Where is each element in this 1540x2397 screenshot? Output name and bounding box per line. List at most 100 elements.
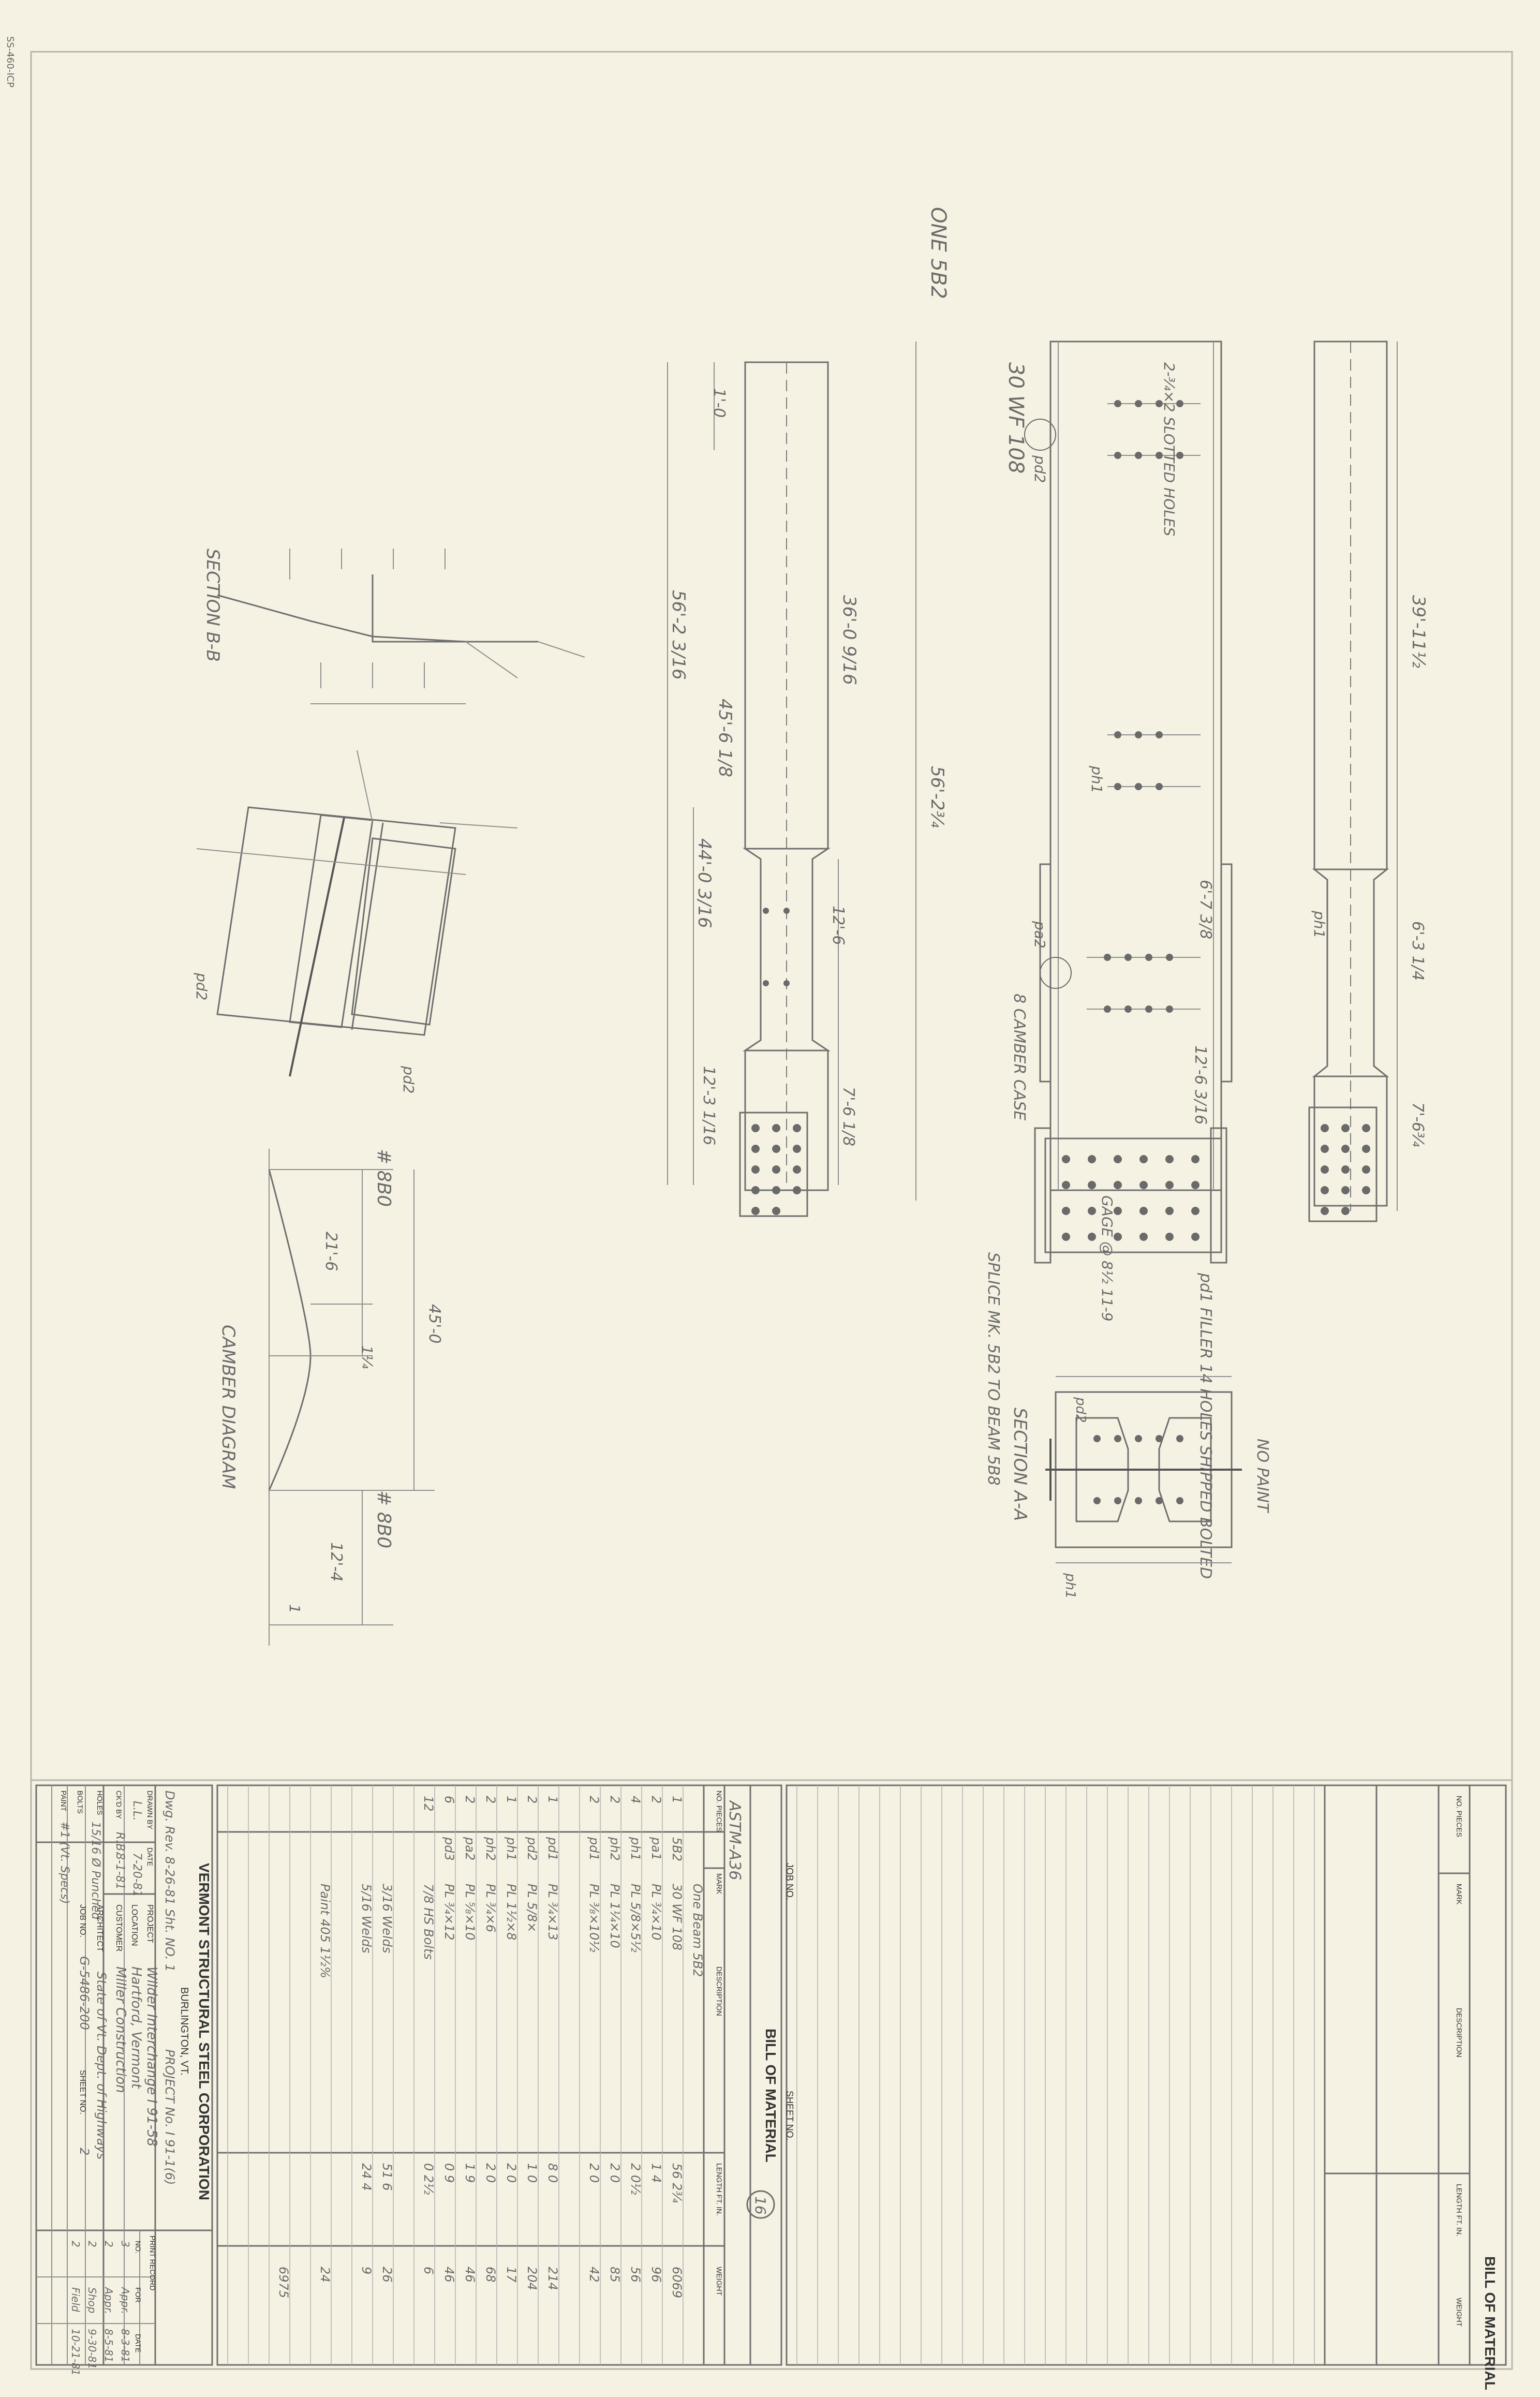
bom-row-desc: PL ¾×10 [649,1884,663,1940]
print-record-for: Appr. [119,2286,131,2314]
bom-row-desc: Paint 405 1½% [318,1884,332,1978]
bom-row-pieces: 2 [649,1796,663,1803]
mark-pd2-b: pd2 [400,1066,417,1093]
dim-d14: 6'-7 3/8 [1196,880,1215,939]
print-record-no: 3 [119,2241,131,2247]
location-value: Hartford, Vermont [128,1966,144,2089]
dim-d9: 12'-3 1/16 [700,1066,718,1145]
bom-row-mark: 5B2 [670,1837,684,1861]
project-label: PROJECT [145,1904,154,1943]
bom-row-desc: PL ⅝×10 [463,1884,477,1940]
bom-row-length: 1 9 [463,2163,477,2183]
fill-note: pd1 FILLER 14 HOLES SHIPPED BOLTED [1196,1273,1215,1579]
bom-col-pieces: NO. PIECES [715,1791,723,1832]
print-record-for: Appr. [102,2286,115,2314]
bom-row-desc: 30 WF 108 [670,1884,684,1950]
section-aa: SECTION A-A NO PAINT pd2 ph1 [1010,1376,1271,1599]
project-number: PROJECT No. I 91-1(6) [162,2049,177,2185]
right-flange-view: 39'-11½ 6'-3 1/4 7'-6¾ ph1 [1308,341,1429,1222]
camber-tag-1: # 8B0 [373,1149,394,1207]
camber-diagram-label: CAMBER DIAGRAM [218,1325,239,1489]
mark-ph1-a: ph1 [1088,765,1105,793]
location-label: LOCATION [130,1904,139,1946]
dim-d2: 44'-0 3/16 [694,838,715,928]
bom-blank-col-weight: WEIGHT [1455,2298,1463,2327]
bom-row-mark: ph2 [483,1837,498,1861]
print-record-title: PRINT RECORD [149,2236,157,2290]
print-record-no: 2 [69,2241,82,2247]
print-record-for: Field [69,2287,82,2312]
beam-camber-note: 8 CAMBER CASE [1010,994,1028,1120]
bom-row-length: 56 2¾ [670,2163,684,2203]
camber-dim-a: 21'-6 [322,1232,340,1271]
company-city: BURLINGTON, VT. [179,1987,190,2076]
bom-sheet-circle-text: 16 [752,2196,769,2215]
mark-pa2-a: pa2 [1031,921,1048,949]
bom-row-desc: PL ¾×6 [483,1884,498,1932]
bom-blank-title: BILL OF MATERIAL [1482,2256,1498,2390]
bom-col-length: LENGTH FT. IN. [715,2163,723,2216]
bom-row-mark: pa2 [463,1837,477,1860]
holes-value: 15/16 Ø Punched [89,1822,102,1920]
bom-row-mark: ph2 [608,1837,622,1861]
bom-row-length: 1 4 [649,2163,663,2183]
bom-row-weight: 214 [545,2267,560,2290]
bom-row-mark: pd1 [545,1837,560,1861]
bom-row-pieces: 1 [545,1796,560,1803]
bom-row-pieces: 2 [463,1796,477,1803]
dim-d6: 12'-6 3/16 [1191,1045,1209,1124]
print-record-col-date: DATE [134,2334,142,2352]
bom-blank-col-length: LENGTH FT. IN. [1455,2184,1463,2237]
camber-diagram: # 8B0 # 8B0 21'-6 45'-0 12'-4 1¼ 1 CAMBE… [218,1149,443,1646]
dim-d3: 36'-0 9/16 [839,595,860,685]
paint-value: #1 (Vt. Specs) [58,1822,71,1904]
dim-d11: 7'-6¾ [1409,1102,1427,1147]
bom-row-weight: 6975 [276,2267,291,2298]
bom-row-weight: 26 [380,2267,394,2283]
drawn-by: L.L. [130,1801,143,1821]
bom-row-desc: PL 5/8× [525,1884,539,1932]
member-size: 30 WF 108 [1004,362,1028,474]
bom-row-weight: 24 [318,2267,332,2283]
job-value: G-5486-200 [77,1956,92,2030]
bom-row-weight: 42 [587,2267,601,2283]
bom-row-weight: 6 [421,2267,436,2274]
bom-row-length: 0 9 [442,2163,456,2183]
bom-row-weight: 46 [442,2267,456,2283]
bom-row-mark: ph1 [504,1837,519,1861]
camber-dim-b: 12'-4 [327,1542,345,1581]
bom-row-weight: 204 [525,2267,539,2290]
bom-row-desc: PL 1½×8 [504,1884,519,1940]
print-record-no: 2 [102,2241,115,2247]
dim-d12: 1'-0 [710,388,728,418]
bolts-label: BOLTS [76,1791,84,1814]
bom-row-mark: pd1 [587,1837,601,1861]
architect-value: State of Vt. Dept. of Highways [94,1972,109,2159]
bom-row-length: 0 2½ [421,2163,436,2195]
bom-row-desc: 3/16 Welds [380,1884,394,1953]
mark-pd2-d: pd2 [1073,1397,1088,1423]
bom-row-pieces: 6 [442,1796,456,1803]
print-record-for: Shop [86,2287,98,2313]
date-label: DATE [146,1847,154,1866]
customer-value: Miller Construction [113,1966,128,2093]
bom-row-length: 2 0 [587,2163,601,2183]
bom-blank-col-desc: DESCRIPTION [1455,2008,1463,2058]
bom-row-length: 2 0 [608,2163,622,2183]
mark-pd2-c: pd2 [1031,455,1048,483]
bom-row-weight: 68 [483,2267,498,2283]
print-record-date: 9-30-81 [86,2329,98,2369]
print-record-date: 10-21-81 [69,2329,82,2376]
architect-label: ARCHITECT [95,1904,104,1952]
mark-ph1-c: ph1 [1062,1573,1078,1599]
print-record-date: 8-3-81 [119,2329,131,2362]
connection-detail: pd2 pd2 [193,750,518,1093]
bom-row-weight: 46 [463,2267,477,2283]
bom-row-desc: PL 5/8×5½ [628,1884,643,1952]
project-name: Wilder Interchange I 91-58 [144,1966,159,2147]
bom-row-length: 2 0½ [628,2163,643,2195]
job-label: JOB NO. [78,1904,87,1937]
print-record-col-no: NO. [134,2241,142,2254]
